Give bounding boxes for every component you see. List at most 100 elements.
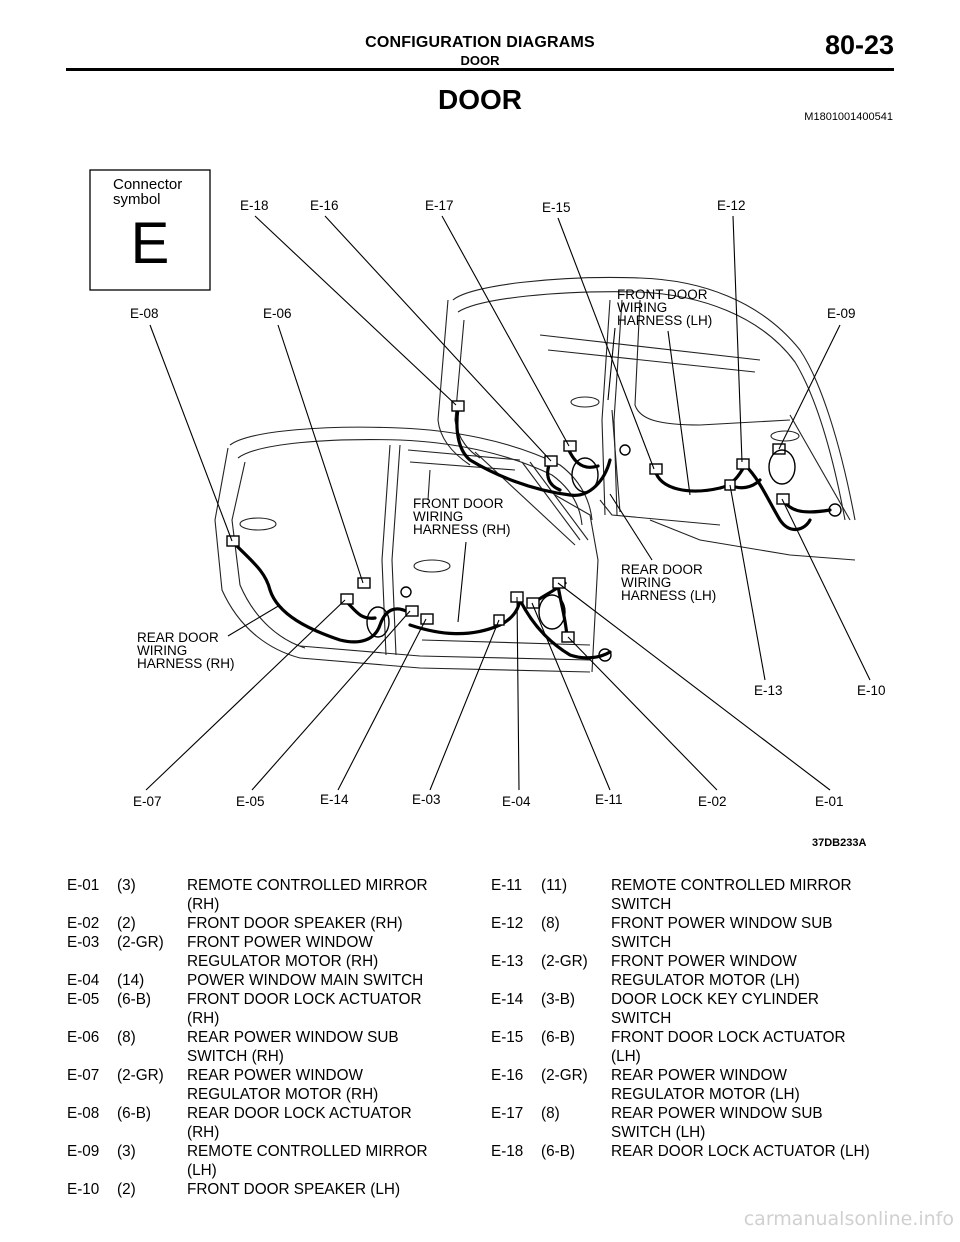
callout-e03: E-03 xyxy=(412,792,441,807)
connector-pins: (6-B) xyxy=(117,1105,151,1122)
text-line: symbol xyxy=(113,191,161,208)
connector-pins: (6-B) xyxy=(541,1029,575,1046)
wiring-harnesses xyxy=(231,406,832,660)
connector-code: E-18 xyxy=(491,1143,524,1160)
text-line: Connector xyxy=(113,176,182,193)
text-line: WIRING xyxy=(617,300,667,315)
callout-labels: E-18 E-16 E-17 E-15 E-12 E-09 E-08 E-06 … xyxy=(130,198,886,809)
connector-pins: (3) xyxy=(117,877,136,894)
header-rule xyxy=(66,68,894,71)
harness-label-leaders xyxy=(227,327,691,637)
text-line: WIRING xyxy=(137,643,187,658)
connector-code: E-16 xyxy=(491,1067,524,1084)
connector-description: POWER WINDOW MAIN SWITCH xyxy=(187,972,424,989)
connector-pins: (3-B) xyxy=(541,991,575,1008)
connector-pins: (2) xyxy=(117,915,136,932)
callout-e08: E-08 xyxy=(130,306,159,321)
callout-e09: E-09 xyxy=(827,306,856,321)
page-number: 80-23 xyxy=(824,30,894,60)
connector-legend-left: E-01(3)REMOTE CONTROLLED MIRROR(RH)E-02(… xyxy=(67,876,467,1199)
connector-pins: (8) xyxy=(117,1029,136,1046)
legend-row: E-05(6-B)FRONT DOOR LOCK ACTUATOR(RH) xyxy=(67,990,467,1028)
connector-pins: (6-B) xyxy=(541,1143,575,1160)
text-line: WIRING xyxy=(621,575,671,590)
callout-e11: E-11 xyxy=(595,792,623,807)
connector-code: E-02 xyxy=(67,915,100,932)
connector-description: FRONT DOOR SPEAKER (RH) xyxy=(187,915,403,932)
connector-code: E-03 xyxy=(67,934,100,951)
legend-row: E-08(6-B)REAR DOOR LOCK ACTUATOR(RH) xyxy=(67,1104,467,1142)
connector-description: REMOTE CONTROLLED MIRROR(LH) xyxy=(187,1143,428,1179)
connector-description: FRONT DOOR SPEAKER (LH) xyxy=(187,1181,401,1198)
connector-code: E-17 xyxy=(491,1105,524,1122)
connector-code: E-06 xyxy=(67,1029,100,1046)
document-id: M1801001400541 xyxy=(804,111,893,123)
connector-code: E-12 xyxy=(491,915,524,932)
connector-pins: (2) xyxy=(117,1181,136,1198)
legend-row: E-18(6-B)REAR DOOR LOCK ACTUATOR (LH) xyxy=(491,1142,891,1161)
connector-symbol-letter: E xyxy=(131,211,170,276)
connector-code: E-01 xyxy=(67,877,100,894)
legend-row: E-15 (6-B) FRONT DOOR LOCK ACTUATOR(LH) xyxy=(491,1028,891,1066)
legend-row: E-09 (3) REMOTE CONTROLLED MIRROR(LH) xyxy=(67,1142,467,1180)
connector-description: FRONT DOOR LOCK ACTUATOR(LH) xyxy=(611,1029,846,1065)
components xyxy=(366,444,842,662)
door-handles xyxy=(239,396,800,573)
connector-code: E-15 xyxy=(491,1029,524,1046)
connector-pins: (8) xyxy=(541,915,560,932)
callout-e13: E-13 xyxy=(754,683,783,698)
watermark: carmanualsonline.info xyxy=(743,1208,954,1230)
callout-e06: E-06 xyxy=(263,306,292,321)
text-line: HARNESS (LH) xyxy=(617,313,712,328)
callout-e10: E-10 xyxy=(857,683,886,698)
callout-e16: E-16 xyxy=(310,198,339,213)
connector-pins: (14) xyxy=(117,972,145,989)
connector-pins: (2-GR) xyxy=(117,934,164,951)
callout-e07: E-07 xyxy=(133,794,162,809)
connector-code: E-11 xyxy=(491,877,523,894)
section-title: CONFIGURATION DIAGRAMS xyxy=(365,34,595,51)
connector-code: E-10 xyxy=(67,1181,100,1198)
text-line: HARNESS (RH) xyxy=(413,522,511,537)
callout-e02: E-02 xyxy=(698,794,727,809)
page-title: DOOR xyxy=(438,84,522,115)
text-line: WIRING xyxy=(413,509,463,524)
connector-pins: (8) xyxy=(541,1105,560,1122)
text-line: REAR DOOR xyxy=(621,562,703,577)
connector-pins: (3) xyxy=(117,1143,136,1160)
callout-e14: E-14 xyxy=(320,792,349,807)
connector-pins: (2-GR) xyxy=(541,1067,588,1084)
section-subtitle: DOOR xyxy=(460,53,500,68)
legend-row: E-02 (2) FRONT DOOR SPEAKER (RH) xyxy=(67,914,467,933)
text-line: FRONT DOOR xyxy=(617,287,708,302)
connector-code: E-07 xyxy=(67,1067,100,1084)
diagram-id: 37DB233A xyxy=(812,837,866,849)
connector-code: E-09 xyxy=(67,1143,100,1160)
callout-e01: E-01 xyxy=(815,794,844,809)
callout-e18: E-18 xyxy=(240,198,269,213)
connector-code: E-04 xyxy=(67,972,100,989)
connector-pins: (11) xyxy=(541,877,568,894)
text-line: HARNESS (RH) xyxy=(137,656,235,671)
callout-e17: E-17 xyxy=(425,198,454,213)
connector-pins: (6-B) xyxy=(117,991,151,1008)
connector-code: E-08 xyxy=(67,1105,100,1122)
